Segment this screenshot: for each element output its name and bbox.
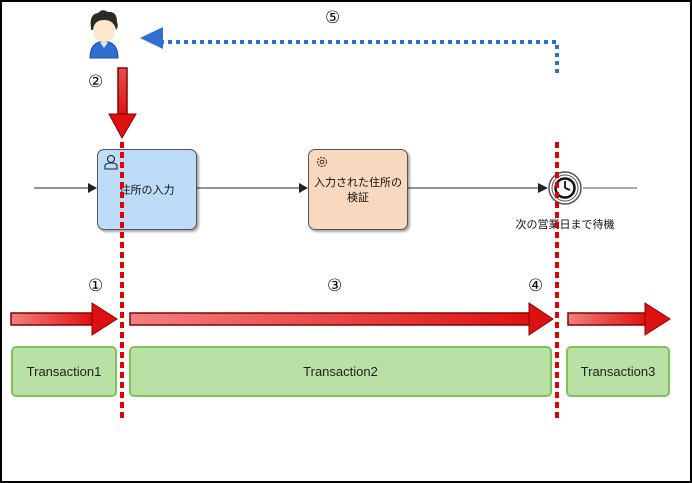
- sequence-flows: [34, 183, 637, 193]
- timer-event: [548, 171, 582, 205]
- transaction-3[interactable]: Transaction3: [566, 346, 670, 397]
- marker-1: ①: [88, 276, 104, 296]
- arrow-head-left: [140, 27, 163, 49]
- gear-icon: [316, 156, 328, 168]
- task-label: 住所の入力: [119, 183, 175, 196]
- transaction-arrow-2: [129, 302, 554, 336]
- return-flow-arrow: [140, 27, 559, 73]
- task-verify-address[interactable]: 入力された住所の検証: [308, 149, 408, 230]
- transaction-boundary-line-1: [120, 142, 124, 420]
- transaction-2[interactable]: Transaction2: [129, 346, 552, 397]
- clock-icon: [554, 177, 576, 199]
- user-avatar-icon: [89, 10, 119, 59]
- marker-4: ④: [528, 276, 544, 296]
- marker-3: ③: [327, 276, 343, 296]
- user-icon: [104, 154, 118, 170]
- marker-2: ②: [88, 72, 104, 92]
- down-arrow: [108, 67, 137, 140]
- transaction-boundary-line-2: [555, 142, 559, 420]
- transaction-arrow-1: [10, 302, 118, 336]
- marker-5: ⑤: [325, 8, 341, 28]
- transaction-arrow-3: [567, 302, 671, 336]
- task-label: 入力された住所の検証: [314, 175, 402, 204]
- timer-event-label: 次の営業日まで待機: [515, 218, 615, 231]
- task-address-input[interactable]: 住所の入力: [97, 149, 197, 230]
- transaction-1[interactable]: Transaction1: [11, 346, 117, 397]
